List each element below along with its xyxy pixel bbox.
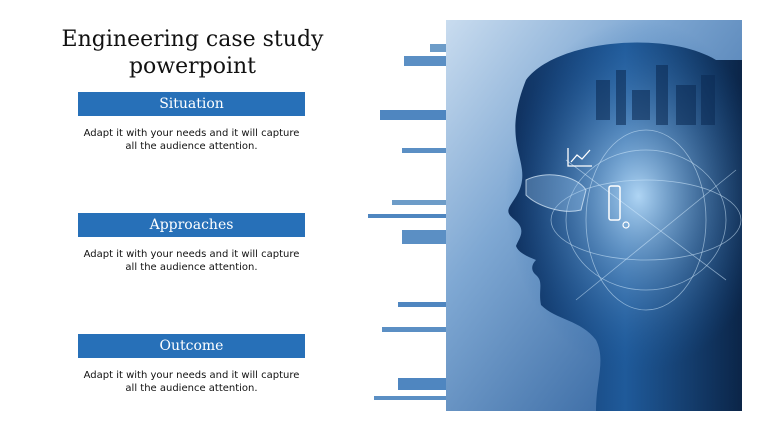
head-profile-graphic [446,20,742,411]
outcome-text: Adapt it with your needs and it will cap… [83,370,300,394]
situation-text: Adapt it with your needs and it will cap… [83,128,300,152]
hero-image [446,20,742,411]
approaches-text: Adapt it with your needs and it will cap… [83,249,300,273]
situation-header: Situation [78,92,305,116]
outcome-header: Outcome [78,334,305,358]
slide-title: Engineering case study powerpoint [61,27,324,79]
approaches-header: Approaches [78,213,305,237]
